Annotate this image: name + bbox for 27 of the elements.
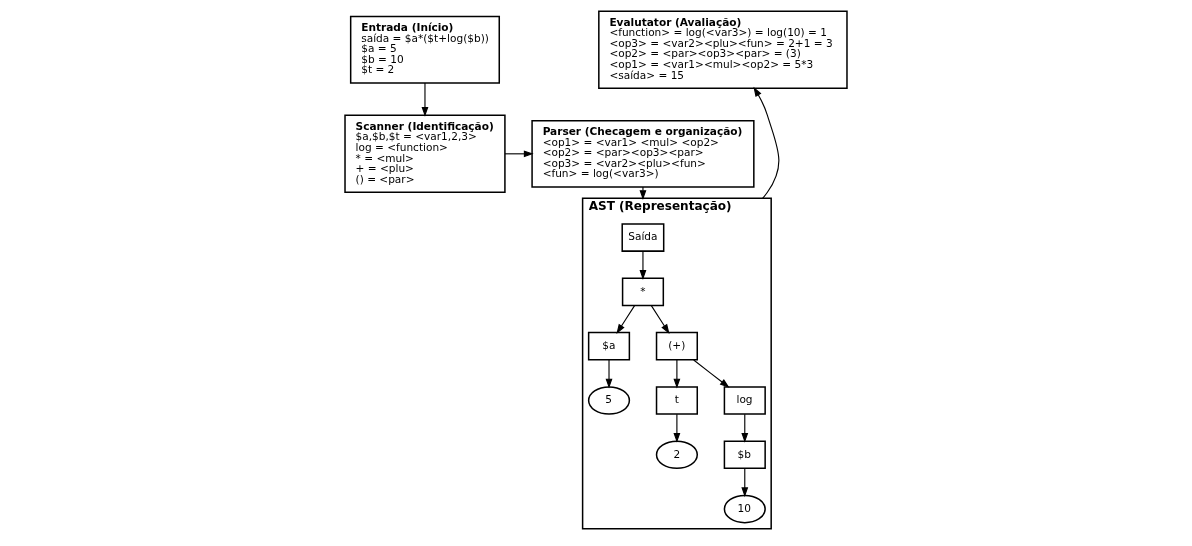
arrow [421, 82, 429, 117]
arrow [639, 250, 647, 280]
arrow [650, 305, 670, 334]
node-box: Entrada (Início) saída = $a*($t+log($b)) $a = 5 $b = 10 $t = 2 [349, 15, 501, 84]
arrow [741, 413, 749, 443]
arrow [693, 359, 730, 388]
node-box: t [655, 386, 698, 415]
node-ellipse: 5 [587, 386, 631, 415]
arrow [639, 186, 647, 201]
arrow [605, 359, 613, 389]
arrow [673, 359, 681, 389]
arrow [673, 413, 681, 443]
node-box: Parser (Checagem e organização) <op1> = <var1> <mul> <op2> <op2> = <par><op3><par> <op3> = <var2><plu><fun> <fun> = log(<var3>) [531, 119, 755, 188]
node-ellipse: 2 [655, 440, 698, 470]
arrow [741, 468, 749, 498]
node-box: log [723, 386, 766, 415]
node-box: Evalutator (Avaliação) <function> = log(<var3>) = log(10) = 1 <op3> = <var2><plu><fun> = 2+1 = 3 <op2> = <par><op3><par> = (3) <op1> = <var1><mul><op2> = 5*3 <saída> = 15 [598, 10, 848, 89]
node-box: Saída [621, 223, 665, 252]
node-box: * [621, 277, 665, 307]
node-box: Scanner (Identificação) $a,$b,$t = <var1,2,3> log = <function> * = <mul> + = <plu> () = <par> [344, 114, 506, 194]
node-box: (+) [655, 331, 698, 361]
arrow [616, 305, 636, 334]
node-box: $a [587, 331, 631, 361]
node-box: $b [723, 440, 766, 470]
arrow [753, 86, 780, 199]
arrow [504, 150, 534, 158]
node-ellipse: 10 [723, 494, 766, 524]
